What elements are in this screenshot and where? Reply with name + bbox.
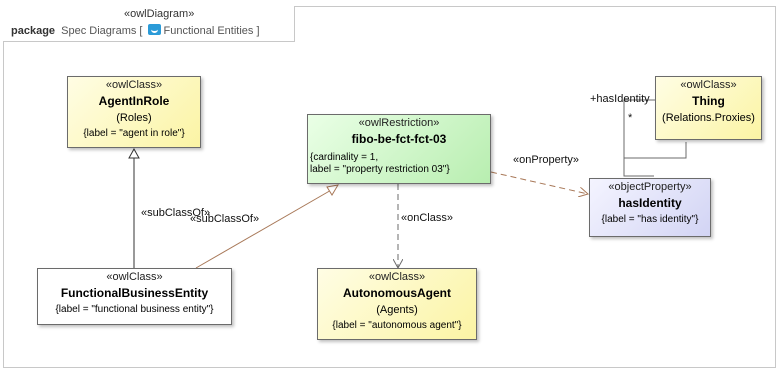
tag-label: {label = "agent in role"} [83,128,185,139]
stereotype-label: «owlClass» [368,271,426,283]
package-label: (Relations.Proxies) [662,112,755,124]
frame-path-end: ] [256,25,260,37]
class-name: AgentInRole [98,94,170,108]
thing-self-edge[interactable] [623,142,687,159]
on-property-edge[interactable] [490,171,588,194]
stereotype-label: «owlClass» [105,79,163,91]
frame-path: Spec Diagrams [ [61,25,143,37]
restriction-fibo-be-fct-fct-03[interactable]: «owlRestriction» fibo-be-fct-fct-03 {car… [307,114,491,184]
class-name: Thing [692,94,725,108]
object-property-has-identity[interactable]: «objectProperty» hasIdentity {label = "h… [589,178,711,237]
on-class-label: «onClass» [401,212,453,224]
package-label: (Agents) [376,304,418,316]
subclass-label-agent: «subClassOf» [141,207,211,219]
stereotype-label: «owlClass» [106,271,163,283]
cardinality-tag: {cardinality = 1, [310,152,379,163]
frame-diagram-name: Functional Entities [163,25,254,37]
frame-stereotype: «owlDiagram» [124,8,195,20]
package-label: (Roles) [116,112,152,124]
class-functional-business-entity[interactable]: «owlClass» FunctionalBusinessEntity {lab… [37,268,232,325]
frame-header: package Spec Diagrams [ Functional Entit… [11,24,260,37]
tag-label: {label = "functional business entity"} [55,304,214,315]
stereotype-label: «owlClass» [680,79,737,91]
generalization-arrowhead [128,147,140,159]
tag-label: {label = "has identity"} [601,214,699,225]
class-name: AutonomousAgent [343,286,451,300]
has-identity-range-edge[interactable] [623,99,655,177]
frame-kind: package [11,25,56,37]
restriction-name: fibo-be-fct-fct-03 [351,132,447,146]
tag-label: {label = "autonomous agent"} [332,320,462,331]
label-tag: label = "property restriction 03"} [310,164,450,175]
generalization-arrowhead-brown [326,184,339,196]
on-property-label: «onProperty» [513,154,580,166]
class-agent-in-role[interactable]: «owlClass» AgentInRole (Roles) {label = … [67,76,201,148]
diagram-frame-tab[interactable]: «owlDiagram» package Spec Diagrams [ Fun… [3,6,295,42]
multiplicity-label: * [628,112,633,124]
subclass-edge-restriction[interactable] [195,188,334,269]
class-autonomous-agent[interactable]: «owlClass» AutonomousAgent (Agents) {lab… [317,268,477,340]
subclass-label-restriction: «subClassOf» [190,213,260,225]
diagram-icon [147,24,161,35]
has-identity-role-label: +hasIdentity [590,93,650,105]
class-thing[interactable]: «owlClass» Thing (Relations.Proxies) [655,76,762,140]
property-name: hasIdentity [618,196,682,210]
stereotype-label: «objectProperty» [608,181,692,193]
class-name: FunctionalBusinessEntity [60,286,209,300]
stereotype-label: «owlRestriction» [358,117,440,129]
